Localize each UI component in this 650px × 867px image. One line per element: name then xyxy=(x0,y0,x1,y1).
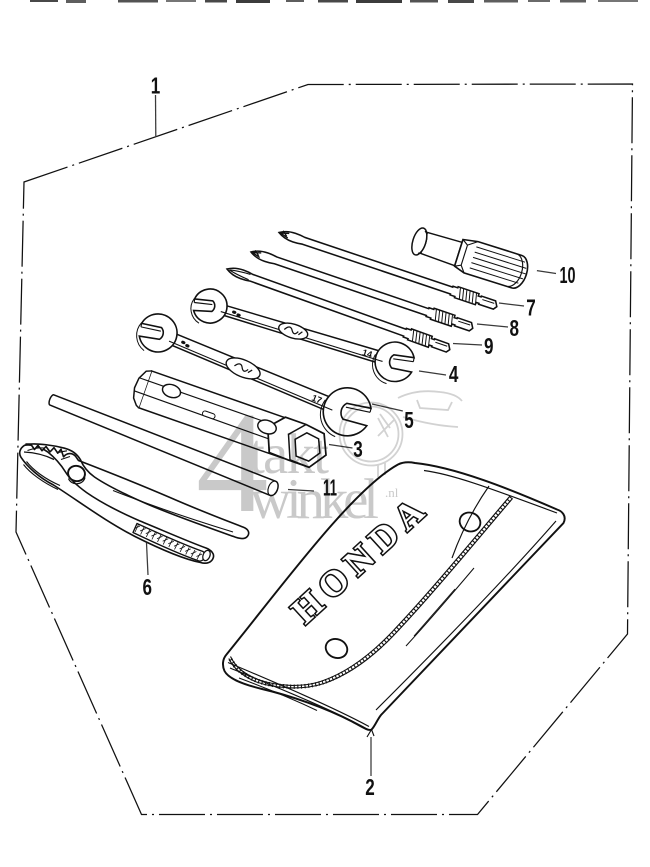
svg-text:4: 4 xyxy=(449,361,459,387)
svg-text:4: 4 xyxy=(196,383,269,543)
svg-text:1: 1 xyxy=(151,73,161,99)
svg-text:7: 7 xyxy=(526,295,536,321)
svg-text:2: 2 xyxy=(365,774,375,800)
svg-text:5: 5 xyxy=(404,407,414,433)
svg-text:8: 8 xyxy=(510,315,520,341)
svg-text:takt: takt xyxy=(249,423,329,486)
svg-text:winkel: winkel xyxy=(250,468,379,531)
svg-text:10: 10 xyxy=(560,262,576,288)
svg-text:.nl: .nl xyxy=(385,485,399,500)
svg-text:3: 3 xyxy=(353,436,363,462)
svg-text:14: 14 xyxy=(361,347,373,359)
svg-text:6: 6 xyxy=(143,574,153,600)
svg-text:17: 17 xyxy=(310,393,323,406)
svg-text:11: 11 xyxy=(323,475,337,501)
svg-text:9: 9 xyxy=(484,333,494,359)
